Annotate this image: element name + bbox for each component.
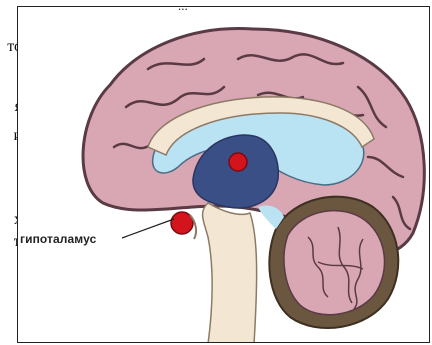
upper-red-dot — [229, 153, 247, 171]
brain-sagittal-illustration — [18, 7, 430, 343]
hypothalamus-label: гипоталамус — [20, 232, 96, 246]
brainstem — [203, 203, 257, 343]
cerebellum-inner — [284, 211, 384, 315]
brain-figure: ... — [17, 6, 430, 343]
label-pointer-line — [122, 219, 174, 238]
